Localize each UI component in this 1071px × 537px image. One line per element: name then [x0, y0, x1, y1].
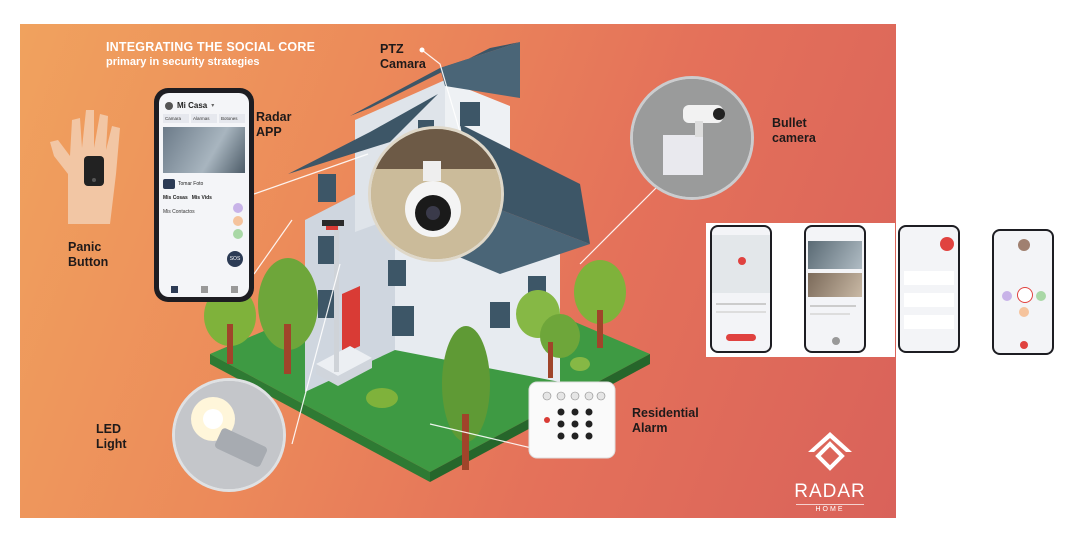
feed-image: [808, 273, 862, 297]
app-bottom-nav: [159, 286, 249, 293]
house-logo-icon: [808, 432, 852, 471]
bullet-camera-image: [630, 76, 754, 200]
label-line: Radar: [256, 110, 292, 124]
quick-action-icon[interactable]: [1002, 291, 1012, 301]
bullet-camera-icon: [633, 79, 751, 197]
label-line: Bullet: [772, 116, 807, 130]
alert-icon[interactable]: [200, 286, 208, 293]
led-light-icon: [175, 381, 283, 489]
map-action-button[interactable]: [726, 334, 756, 341]
sos-center-icon[interactable]: [1017, 287, 1033, 303]
divider: [810, 313, 850, 315]
chevron-down-icon: ▾: [211, 103, 215, 109]
app-title: Mi Casa: [177, 101, 208, 110]
label-line: Residential: [632, 406, 699, 420]
radar-home-logo: RADAR HOME: [782, 430, 878, 513]
settings-icon[interactable]: [230, 286, 238, 293]
devices-screen: [900, 227, 958, 351]
app-screen-devices: [898, 225, 960, 353]
feed-nav-icon[interactable]: [832, 337, 840, 345]
led-light-image: [172, 378, 286, 492]
label-bullet-camera: Bullet camera: [772, 116, 816, 146]
tab-camara[interactable]: Camara: [163, 114, 189, 123]
label-line: Light: [96, 437, 127, 451]
device-card[interactable]: [904, 271, 954, 285]
app-shortcuts: Mis Cosas Mis Vids: [159, 193, 249, 203]
label-line: Camara: [380, 57, 426, 71]
divider: [716, 311, 766, 313]
radar-app-screen: Mi Casa ▾ Camara Alarmas Botones Tomar F…: [159, 93, 249, 297]
ptz-camera-icon: [371, 129, 501, 259]
alert-badge-icon: [940, 237, 954, 251]
label-line: Panic: [68, 240, 102, 254]
label-line: Alarm: [632, 421, 668, 435]
feed-screen: [806, 227, 864, 351]
quick-action-icon[interactable]: [1036, 291, 1046, 301]
label-line: camera: [772, 131, 816, 145]
camera-feed[interactable]: [163, 127, 245, 173]
label-line: Button: [68, 255, 109, 269]
my-videos-button[interactable]: Mis Vids: [191, 195, 212, 201]
label-line: APP: [256, 125, 282, 139]
device-card[interactable]: [904, 293, 954, 307]
app-tabs: Camara Alarmas Botones: [159, 112, 249, 125]
poster: INTEGRATING THE SOCIAL CORE primary in s…: [20, 24, 896, 518]
radar-app-phone: Mi Casa ▾ Camara Alarmas Botones Tomar F…: [154, 88, 254, 302]
divider: [810, 305, 856, 307]
sos-button[interactable]: SOS: [227, 251, 243, 267]
label-line: PTZ: [380, 42, 404, 56]
sos-screen: [994, 231, 1052, 353]
quick-action-icon[interactable]: [233, 229, 243, 239]
avatar: [1018, 239, 1030, 251]
map-pin-icon: [738, 257, 746, 265]
quick-action-column: [233, 203, 243, 239]
quick-action-icon[interactable]: [1019, 307, 1029, 317]
quick-action-icon[interactable]: [233, 203, 243, 213]
app-screen-map: [710, 225, 772, 353]
label-radar-app: Radar APP: [256, 110, 291, 140]
device-card[interactable]: [904, 315, 954, 329]
nav-center-icon[interactable]: [1020, 341, 1028, 349]
brand-word: RADAR: [794, 481, 866, 502]
label-line: LED: [96, 422, 121, 436]
sos-label: SOS: [229, 256, 241, 262]
headline: INTEGRATING THE SOCIAL CORE primary in s…: [106, 40, 315, 68]
take-photo-button[interactable]: Tomar Foto: [178, 181, 204, 187]
avatar: [165, 101, 173, 110]
label-led-light: LED Light: [96, 422, 127, 452]
quick-action-icon[interactable]: [233, 216, 243, 226]
headline-subtitle: primary in security strategies: [106, 56, 260, 68]
tab-alarmas[interactable]: Alarmas: [191, 114, 217, 123]
my-contacts-button[interactable]: Mis Contactos: [163, 209, 195, 215]
headline-title: INTEGRATING THE SOCIAL CORE: [106, 40, 316, 54]
residential-alarm-keypad: [528, 381, 616, 459]
panic-button-hand-image: [50, 110, 120, 224]
app-screen-sos: [992, 229, 1054, 355]
photo-row: Tomar Foto: [159, 175, 249, 193]
app-screens-panel: [706, 223, 1054, 357]
tab-botones[interactable]: Botones: [219, 114, 245, 123]
app-header: Mi Casa ▾: [159, 93, 249, 112]
brand-sub: HOME: [796, 504, 864, 513]
camera-icon: [163, 179, 175, 189]
ptz-camera-image: [368, 126, 504, 262]
home-icon[interactable]: [170, 286, 178, 293]
label-panic-button: Panic Button: [68, 240, 108, 270]
my-things-button[interactable]: Mis Cosas: [163, 195, 188, 201]
label-residential-alarm: Residential Alarm: [632, 406, 699, 436]
map-screen: [712, 227, 770, 351]
app-screen-feed: [804, 225, 866, 353]
feed-image: [808, 241, 862, 269]
divider: [716, 303, 766, 305]
label-ptz-camara: PTZ Camara: [380, 42, 426, 72]
